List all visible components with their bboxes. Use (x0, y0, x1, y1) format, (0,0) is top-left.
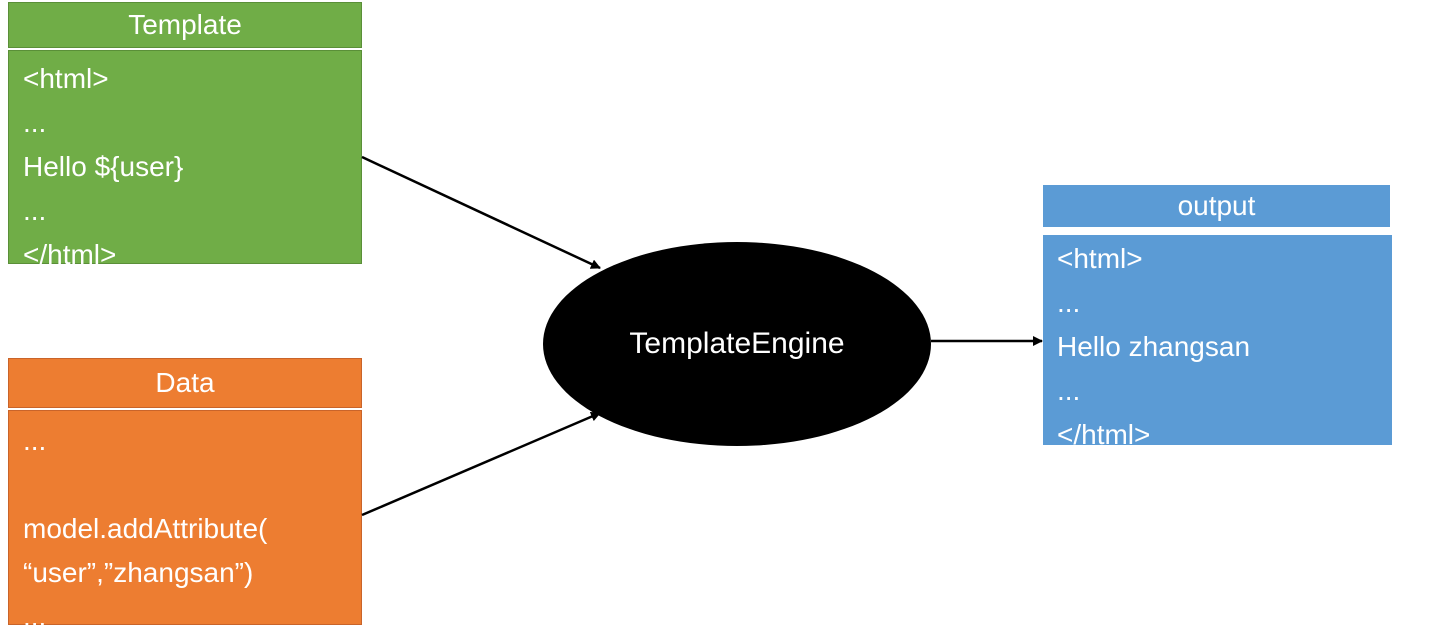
output-line: </html> (1057, 419, 1151, 450)
template-line: ... (23, 107, 47, 138)
template-engine-label: TemplateEngine (629, 327, 845, 360)
data-line: ... (23, 601, 47, 632)
output-line: ... (1057, 287, 1081, 318)
template-line: <html> (23, 63, 109, 94)
output-line: ... (1057, 375, 1081, 406)
connector-arrows (361, 155, 1043, 517)
template-box-header: Template (8, 2, 362, 48)
output-box-header: output (1043, 185, 1390, 227)
output-line: <html> (1057, 243, 1143, 274)
template-line: Hello ${user} (23, 151, 184, 182)
template-line: ... (23, 195, 47, 226)
data-to-engine-arrow (361, 411, 601, 517)
output-line: Hello zhangsan (1057, 331, 1251, 362)
data-box-header: Data (8, 358, 362, 408)
template-box-title: Template (128, 9, 242, 40)
template-engine-node: TemplateEngine (543, 242, 931, 446)
template-line: </html> (23, 239, 117, 270)
data-box-title: Data (155, 367, 215, 398)
data-box-body: ... model.addAttribute( “user”,”zhangsan… (8, 410, 362, 632)
output-box-title: output (1177, 190, 1256, 221)
data-line: model.addAttribute( (23, 513, 268, 544)
template-to-engine-arrow (361, 155, 601, 270)
data-line: ... (23, 425, 47, 456)
template-box-body: <html> ... Hello ${user} ... </html> (8, 50, 362, 270)
output-box-body: <html> ... Hello zhangsan ... </html> (1043, 235, 1392, 450)
data-line: “user”,”zhangsan”) (23, 557, 254, 588)
